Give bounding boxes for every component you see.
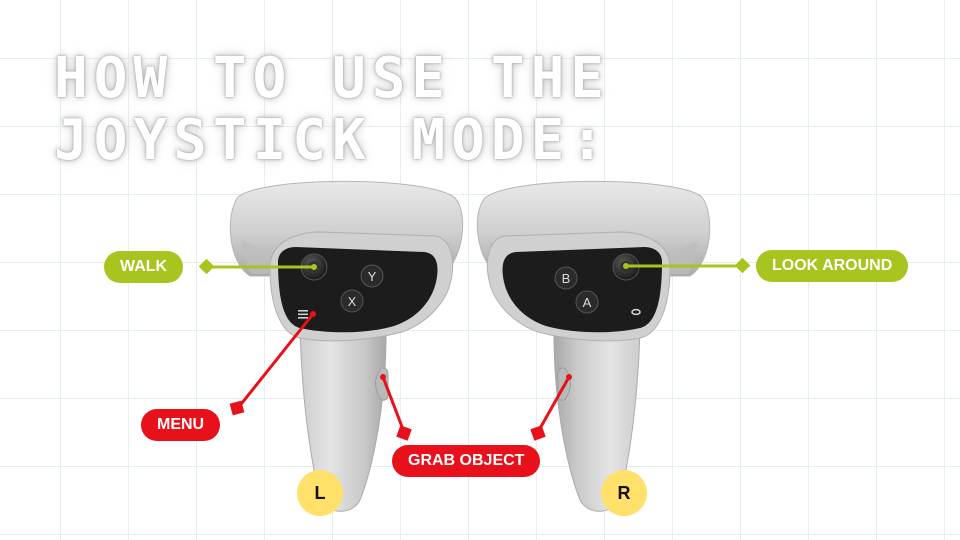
menu-button-icon	[298, 310, 308, 319]
button-y: Y	[360, 264, 384, 288]
grab-object-label: GRAB OBJECT	[392, 445, 541, 477]
menu-label: MENU	[141, 409, 221, 441]
button-b: B	[554, 266, 578, 290]
button-x: X	[340, 289, 364, 313]
svg-text:X: X	[348, 294, 357, 309]
grab-left-connector	[380, 374, 412, 441]
title-line-1: HOW TO USE THE	[54, 46, 611, 111]
right-controller-badge: R	[601, 470, 647, 516]
grab-right-connector	[530, 374, 572, 441]
svg-text:A: A	[583, 295, 592, 310]
right-controller: B A	[476, 180, 711, 512]
title-line-2: JOYSTICK MODE:	[54, 108, 611, 173]
look-around-label: LOOK AROUND	[756, 250, 909, 282]
svg-text:Y: Y	[368, 269, 377, 284]
menu-connector	[229, 311, 316, 416]
oculus-button-icon	[631, 308, 641, 316]
walk-connector	[198, 258, 317, 275]
left-controller-badge: L	[297, 470, 343, 516]
page-title: HOW TO USE THE JOYSTICK MODE:	[54, 48, 610, 172]
svg-text:B: B	[562, 271, 571, 286]
walk-label: WALK	[104, 251, 184, 283]
button-a: A	[575, 290, 599, 314]
